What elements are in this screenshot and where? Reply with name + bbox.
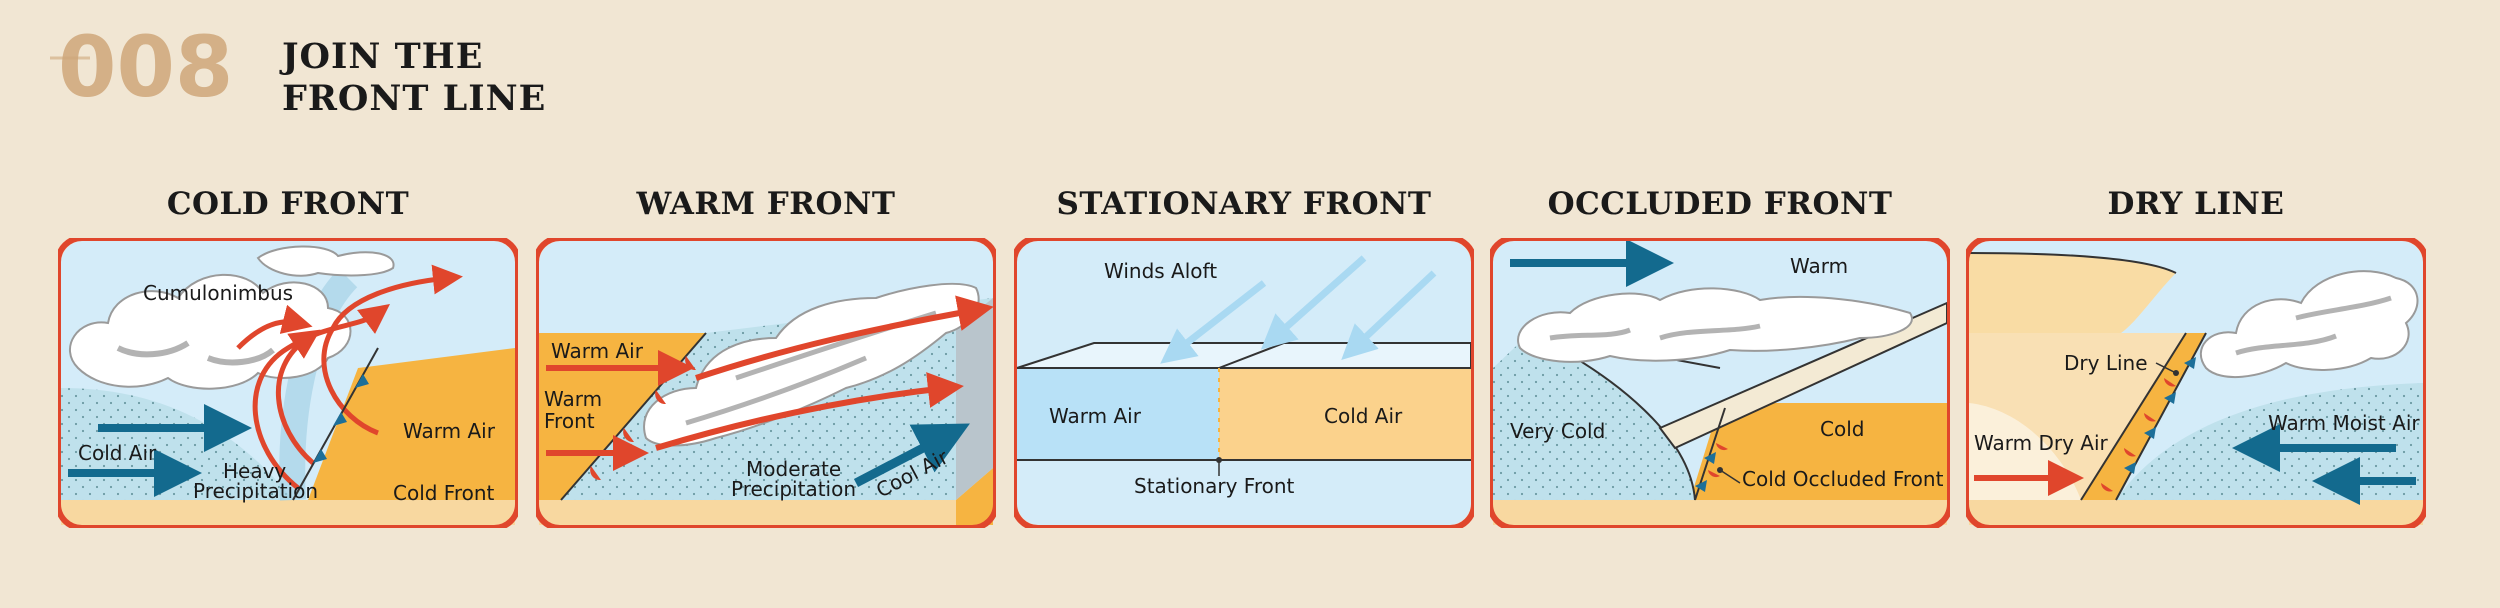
label-very-cold: Very Cold xyxy=(1510,419,1605,443)
cold-front-diagram: Cumulonimbus Warm Air Cold Air Heavy Pre… xyxy=(58,238,518,528)
label-heavy: Heavy xyxy=(223,459,286,483)
label-stationary-front: Stationary Front xyxy=(1134,474,1295,498)
label-cold: Cold xyxy=(1820,417,1864,441)
page-title: JOIN THE FRONT LINE xyxy=(282,36,547,119)
cold-air-mass xyxy=(1690,403,1947,500)
label-precipitation: Precipitation xyxy=(193,479,318,503)
svg-text:008: 008 xyxy=(58,18,233,108)
label-cumulonimbus: Cumulonimbus xyxy=(143,281,293,305)
label-warm-moist-air: Warm Moist Air xyxy=(2268,411,2420,435)
label-cold-front: Cold Front xyxy=(393,481,495,505)
label-front: Front xyxy=(544,409,595,433)
warm-front-diagram: Warm Air Warm Front Moderate Precipitati… xyxy=(536,238,996,528)
label-warm: Warm xyxy=(1790,254,1848,278)
upper-dry-air xyxy=(1969,253,2176,333)
label-dry-line: Dry Line xyxy=(2064,351,2148,375)
section-number: 008 xyxy=(50,18,233,108)
label-precipitation: Precipitation xyxy=(731,477,856,501)
label-winds-aloft: Winds Aloft xyxy=(1104,259,1217,283)
label-cold-air: Cold Air xyxy=(1324,404,1403,428)
label-moderate: Moderate xyxy=(746,457,841,481)
label-warm-dry-air: Warm Dry Air xyxy=(1974,431,2109,455)
panel-title-warm-front: WARM FRONT xyxy=(636,186,896,222)
cold-front-symbols xyxy=(313,374,369,463)
occluded-cloud xyxy=(1517,287,1913,363)
label-warm-air: Warm Air xyxy=(1049,404,1142,428)
panel-title-stationary-front: STATIONARY FRONT xyxy=(1056,186,1432,222)
stationary-front-diagram: Winds Aloft Warm Air Cold Air Stationary… xyxy=(1014,238,1474,528)
cumulus-clouds xyxy=(2199,270,2419,379)
panel-title-occluded-front: OCCLUDED FRONT xyxy=(1547,186,1893,222)
occluded-front-diagram: Warm Very Cold Cold Cold Occluded Front xyxy=(1490,238,1950,528)
label-warm: Warm xyxy=(544,387,602,411)
label-cold-air: Cold Air xyxy=(78,441,157,465)
panel-title-cold-front: COLD FRONT xyxy=(166,186,410,222)
page-header: 008 JOIN THE FRONT LINE xyxy=(50,18,570,119)
panel-title-dry-line: DRY LINE xyxy=(2107,186,2285,222)
occluded-front-symbols xyxy=(1708,443,1728,478)
dry-line-diagram: Dry Line Warm Dry Air Warm Moist Air xyxy=(1966,238,2426,528)
dry-line-symbols xyxy=(2101,378,2176,492)
warm-air-block xyxy=(1017,368,1219,460)
label-warm-air: Warm Air xyxy=(551,339,644,363)
cold-air-block xyxy=(1219,368,1471,460)
label-cold-occluded-front: Cold Occluded Front xyxy=(1742,467,1944,491)
cumulonimbus-cloud xyxy=(68,245,395,390)
cool-air-arrow xyxy=(853,423,970,487)
label-warm-air: Warm Air xyxy=(403,419,496,443)
